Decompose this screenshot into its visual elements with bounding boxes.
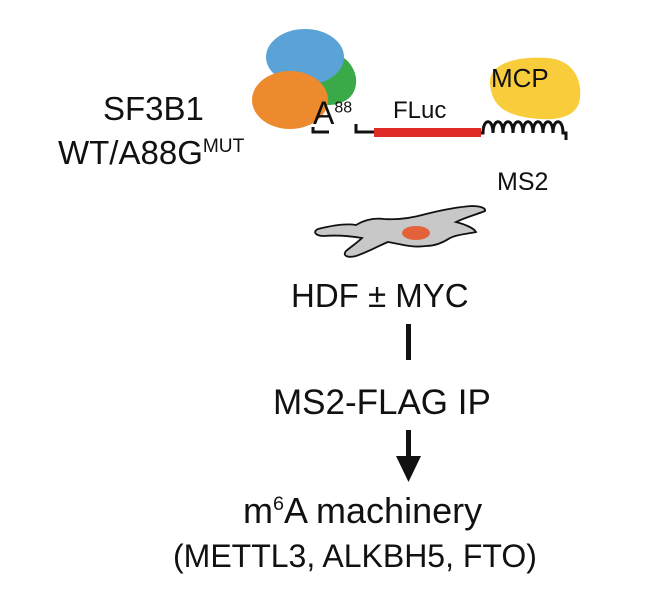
cell-label: HDF ± MYC (291, 277, 469, 314)
flow-arrow-shaft (406, 430, 411, 460)
mcp-blob (489, 57, 581, 120)
adenosine-letter: A (313, 95, 335, 131)
sf3b1-orange-subunit (252, 71, 328, 129)
machinery-suffix: A machinery (284, 490, 483, 531)
cell-body (314, 205, 486, 258)
flow-arrow-head (396, 456, 421, 482)
ip-step-label: MS2-FLAG IP (273, 383, 491, 422)
adenosine-88-label: A88 (313, 97, 352, 129)
sf3b1-complex (252, 29, 357, 129)
sf3b1-blue-subunit (266, 29, 344, 85)
mcp-label: MCP (491, 63, 549, 93)
cell-nucleus (402, 226, 430, 240)
genotype-main-text: WT/A88G (58, 134, 203, 171)
ms2-stem-loops (481, 120, 568, 140)
adenosine-position: 88 (334, 99, 353, 117)
machinery-proteins-label: (METTL3, ALKBH5, FTO) (173, 538, 537, 574)
fluc-label: FLuc (393, 97, 447, 124)
genotype-label: WT/A88GMUT (58, 136, 244, 169)
sf3b1-label: SF3B1 (103, 90, 204, 127)
rna-backbone-left (311, 124, 374, 134)
fluc-coding-bar (374, 128, 481, 137)
m6a-machinery-label: m6A machinery (243, 493, 482, 529)
fibroblast-cell-icon (314, 205, 486, 258)
genotype-superscript: MUT (202, 136, 245, 158)
flow-connector-line (406, 324, 411, 360)
machinery-superscript: 6 (273, 493, 285, 516)
ms2-label: MS2 (497, 168, 549, 196)
machinery-prefix: m (243, 490, 273, 531)
